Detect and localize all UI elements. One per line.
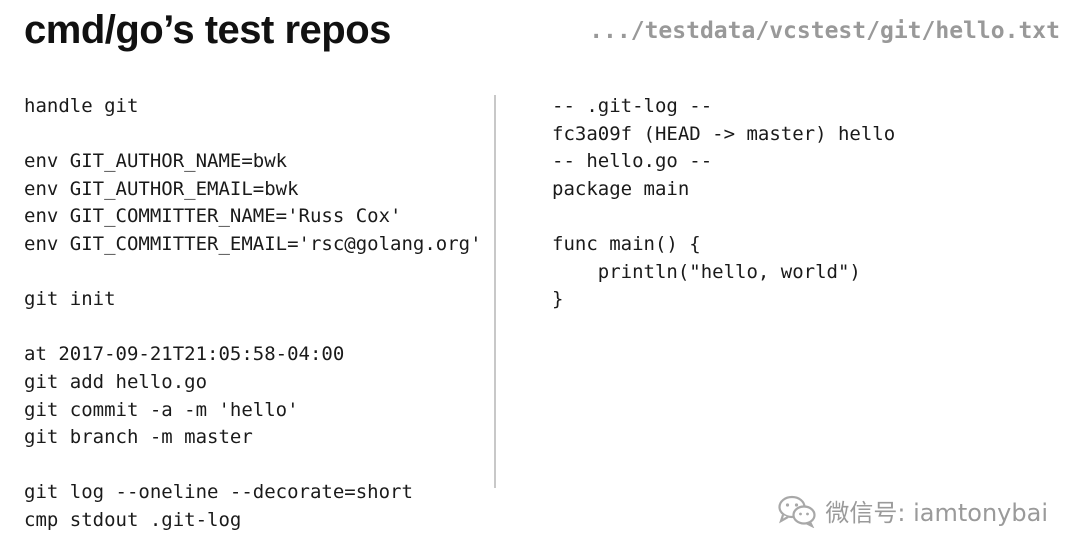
code-line: at 2017-09-21T21:05:58-04:00 bbox=[24, 343, 345, 366]
wechat-icon bbox=[777, 494, 817, 528]
code-line bbox=[552, 203, 895, 231]
column-divider bbox=[494, 95, 496, 488]
code-line: env GIT_AUTHOR_EMAIL=bwk bbox=[24, 177, 299, 200]
code-line: -- hello.go -- bbox=[552, 150, 713, 173]
page-title: cmd/go’s test repos bbox=[24, 8, 391, 52]
code-line: git add hello.go bbox=[24, 370, 208, 393]
right-code-block: -- .git-log -- fc3a09f (HEAD -> master) h… bbox=[552, 93, 895, 314]
file-path: .../testdata/vcstest/git/hello.txt bbox=[589, 18, 1060, 44]
code-line: } bbox=[552, 288, 564, 311]
code-line: env GIT_AUTHOR_NAME=bwk bbox=[24, 150, 288, 173]
code-line: fc3a09f (HEAD -> master) hello bbox=[552, 122, 896, 145]
code-line: package main bbox=[552, 177, 690, 200]
code-line: git branch -m master bbox=[24, 426, 253, 449]
code-line: git log --oneline --decorate=short bbox=[24, 481, 413, 504]
code-line bbox=[24, 259, 482, 287]
code-line: handle git bbox=[24, 95, 139, 117]
code-line: func main() { bbox=[552, 232, 701, 255]
code-line bbox=[24, 121, 482, 149]
code-line: -- .git-log -- bbox=[552, 95, 713, 117]
watermark-text: 微信号: iamtonybai bbox=[825, 499, 1048, 527]
code-line: cmp stdout .git-log bbox=[24, 508, 242, 531]
code-line bbox=[24, 452, 482, 480]
code-line: env GIT_COMMITTER_EMAIL='rsc@golang.org' bbox=[24, 232, 482, 255]
code-line: env GIT_COMMITTER_NAME='Russ Cox' bbox=[24, 205, 402, 228]
code-line: println("hello, world") bbox=[552, 260, 861, 283]
code-line bbox=[24, 314, 482, 342]
code-line: git commit -a -m 'hello' bbox=[24, 398, 299, 421]
code-line: git init bbox=[24, 288, 116, 311]
watermark: 微信号: iamtonybai bbox=[777, 493, 1048, 528]
